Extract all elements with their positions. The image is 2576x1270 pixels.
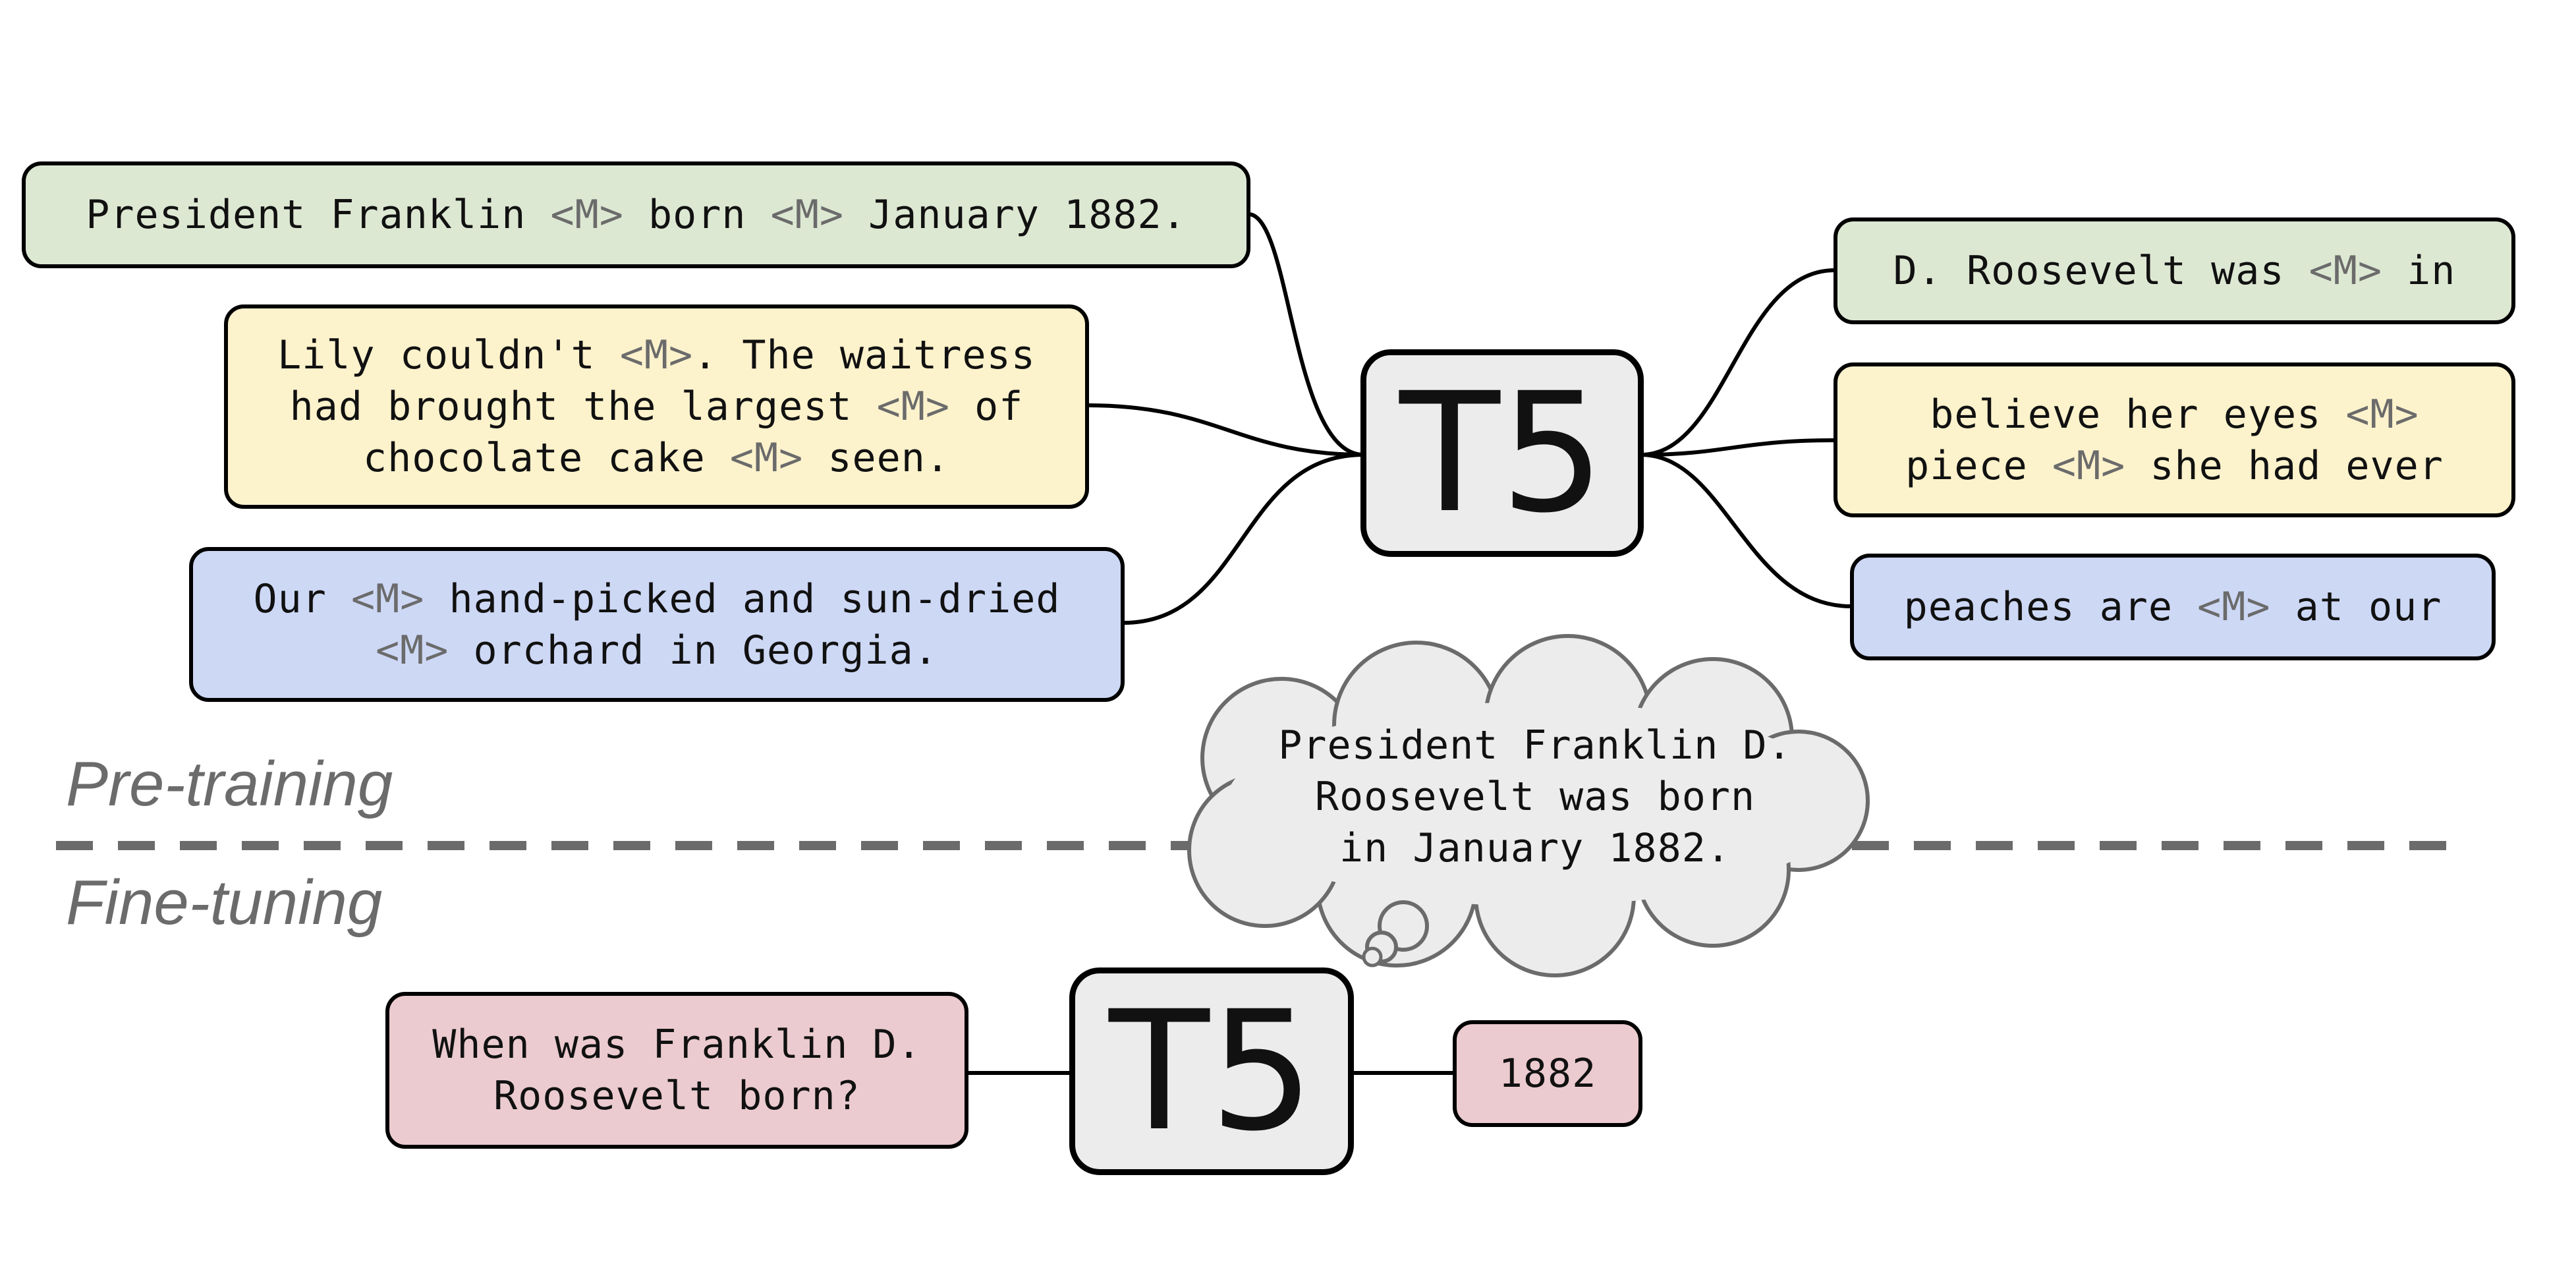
pretrain-target-green: D. Roosevelt was <M> in <box>1834 217 2515 324</box>
answer-text: 1882 <box>1498 1051 1597 1097</box>
mask-token: <M> <box>729 435 804 481</box>
thought-line: President Franklin D. <box>1278 722 1792 768</box>
box-text: When was Franklin D. Roosevelt born? <box>432 1019 921 1122</box>
text-span: of <box>949 384 1024 430</box>
connector-out-1 <box>1640 268 1835 457</box>
mask-token: <M> <box>2197 584 2271 630</box>
pretrain-target-yellow: believe her eyes <M>piece <M> she had ev… <box>1834 362 2515 517</box>
mask-token: <M> <box>350 575 425 622</box>
mask-token: <M> <box>770 192 845 238</box>
text-line: Lily couldn't <M>. The waitress <box>277 330 1036 381</box>
thought-cloud-text: President Franklin D. Roosevelt was born i… <box>1232 720 1838 874</box>
text-span: . The waitress <box>693 332 1036 378</box>
text-line: <M> orchard in Georgia. <box>253 625 1060 676</box>
text-span: chocolate cake <box>363 435 730 481</box>
box-text: peaches are <M> at our <box>1904 581 2442 633</box>
text-span: born <box>623 192 771 238</box>
mask-token: <M> <box>619 332 694 378</box>
text-span: at our <box>2270 584 2442 630</box>
box-text: D. Roosevelt was <M> in <box>1893 245 2456 297</box>
t5-model-finetuning: T5 <box>1069 967 1354 1175</box>
text-line: D. Roosevelt was <M> in <box>1893 245 2456 297</box>
thought-line: Roosevelt was born <box>1314 774 1756 820</box>
pretrain-input-blue: Our <M> hand-picked and sun-dried<M> orc… <box>189 547 1125 702</box>
finetune-question-box: When was Franklin D. Roosevelt born? <box>385 992 968 1149</box>
connector-in-1 <box>1248 212 1364 457</box>
text-line: Our <M> hand-picked and sun-dried <box>253 573 1060 625</box>
text-span: she had ever <box>2125 442 2444 489</box>
connector-out-3 <box>1640 453 1852 608</box>
mask-token: <M> <box>876 384 950 430</box>
pretrain-target-blue: peaches are <M> at our <box>1850 554 2496 660</box>
mask-token: <M> <box>550 192 624 238</box>
question-line: When was Franklin D. <box>432 1022 922 1068</box>
pretrain-input-green: President Franklin <M> born <M> January … <box>22 161 1250 268</box>
mask-token: <M> <box>2345 391 2419 438</box>
connector-out-2 <box>1640 438 1835 457</box>
text-span: January 1882. <box>844 192 1187 238</box>
text-span: piece <box>1905 442 2052 489</box>
text-span: hand-picked and sun-dried <box>424 575 1061 622</box>
text-span: D. Roosevelt was <box>1893 248 2309 294</box>
text-span: in <box>2382 248 2456 294</box>
text-span: had brought the largest <box>289 384 877 430</box>
box-text: Our <M> hand-picked and sun-dried<M> orc… <box>253 573 1060 676</box>
thought-cloud <box>1187 634 1870 977</box>
text-line: chocolate cake <M> seen. <box>277 432 1036 484</box>
text-span: President Franklin <box>86 192 551 238</box>
finetuning-label: Fine-tuning <box>66 867 383 938</box>
text-line: had brought the largest <M> of <box>277 381 1036 432</box>
text-line: piece <M> she had ever <box>1905 440 2444 492</box>
box-text: President Franklin <M> born <M> January … <box>86 189 1187 241</box>
text-line: peaches are <M> at our <box>1904 581 2442 633</box>
text-span: believe her eyes <box>1930 391 2346 438</box>
connector-in-2 <box>1086 403 1364 457</box>
thought-line: in January 1882. <box>1339 825 1731 871</box>
t5-model-pretraining: T5 <box>1360 349 1644 557</box>
text-span: Our <box>253 575 351 622</box>
mask-token: <M> <box>376 627 449 674</box>
text-line: believe her eyes <M> <box>1905 389 2444 440</box>
mask-token: <M> <box>2309 248 2383 294</box>
question-line: Roosevelt born? <box>493 1073 860 1119</box>
box-text: believe her eyes <M>piece <M> she had ev… <box>1905 389 2444 492</box>
text-span: seen. <box>803 435 950 481</box>
text-span: peaches are <box>1903 584 2198 630</box>
text-span: Lily couldn't <box>277 332 620 378</box>
mask-token: <M> <box>2052 442 2126 489</box>
pretraining-label: Pre-training <box>66 749 393 819</box>
text-span: orchard in Georgia. <box>449 627 938 674</box>
finetune-answer-box: 1882 <box>1453 1020 1642 1127</box>
thought-bubble-small <box>1362 946 1383 967</box>
connector-in-3 <box>1123 453 1364 625</box>
text-line: President Franklin <M> born <M> January … <box>86 189 1187 241</box>
